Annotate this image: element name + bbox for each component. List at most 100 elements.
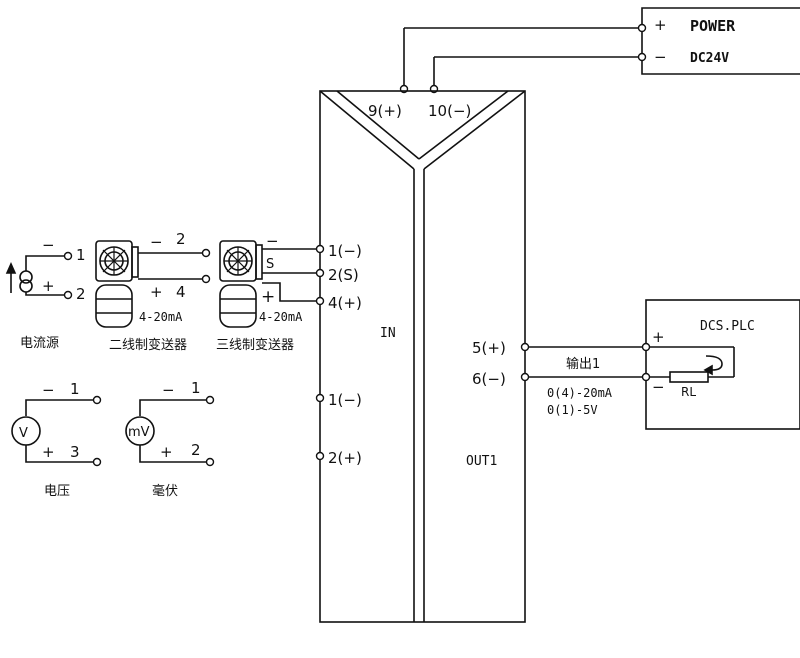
in-terminal-2v-label: 2(+) [328,449,362,467]
two-wire-transmitter: − 2 + 4 4-20mA 二线制变送器 [95,230,211,353]
module-chevron-right-outer [423,90,526,170]
millivolt-terminal-1[interactable] [205,395,215,405]
current-source-minus: − [42,236,55,254]
millivolt-minus: − [162,381,175,399]
three-wire-body [219,284,257,328]
dcs-plc-title: DCS.PLC [700,319,755,334]
in-terminal-2s-label: 2(S) [328,266,359,284]
module-in-label: IN [380,326,396,341]
output-channel-label: 输出1 [566,356,600,372]
in-terminal-4-label: 4(+) [328,294,362,312]
current-source-plus: + [42,277,55,295]
two-wire-minus: − [150,233,163,251]
two-wire-caption: 二线制变送器 [109,337,187,353]
current-source-circle-top [19,270,33,284]
current-source-t2: 2 [76,285,86,303]
module-out-label: OUT1 [466,454,497,469]
current-source-circle-bottom [19,279,33,293]
millivolt-caption: 毫伏 [152,483,178,499]
two-wire-connector [131,246,139,278]
power-spec: DC24V [690,51,729,66]
power-pos-terminal[interactable] [637,23,647,33]
in-terminal-2-voltage[interactable] [315,451,325,461]
three-wire-caption: 三线制变送器 [216,337,294,353]
two-wire-gauge-d2 [102,249,126,273]
in-terminal-2s[interactable] [315,268,325,278]
power-supply-box: + − POWER DC24V [399,7,800,94]
two-wire-t4: 4 [176,283,186,301]
dcs-plus-sign: + [652,328,665,346]
voltage-top-wire [25,399,93,416]
voltage-terminal-1[interactable] [92,395,102,405]
three-wire-transmitter: − S + 4-20mA 三线制变送器 [216,232,316,353]
out-terminal-6-label: 6(−) [472,370,506,388]
two-wire-range: 4-20mA [139,310,183,324]
two-wire-body [95,284,133,328]
output-range-current: 0(4)-20mA [547,386,613,400]
current-source-terminal-2[interactable] [63,290,73,300]
terminal-10-label: 10(−) [428,102,471,120]
in-terminal-1[interactable] [315,244,325,254]
voltage-source: V − 1 + 3 电压 [11,380,102,499]
module-outline [319,90,526,623]
voltage-plus: + [42,443,55,461]
millivolt-top-wire [139,399,206,416]
out-terminal-5-label: 5(+) [472,339,506,357]
isolator-module: 9(+) 10(−) IN OUT1 1(−) 2(S) 4(+) 1(−) 2… [315,90,530,623]
three-wire-connector [255,244,263,280]
power-minus-sign: − [654,48,667,66]
two-wire-plus: + [150,283,163,301]
current-source-bottom-wire [25,292,64,296]
in-terminal-1v-label: 1(−) [328,391,362,409]
voltage-t3: 3 [70,443,80,461]
power-neg-terminal[interactable] [637,52,647,62]
millivolt-terminal-2[interactable] [205,457,215,467]
voltage-bottom-wire [25,445,93,463]
voltage-terminal-3[interactable] [92,457,102,467]
out-terminal-6[interactable] [520,372,530,382]
module-chevron-right-inner [418,90,509,160]
module-chevron-left-inner [336,90,420,160]
three-wire-pos-wire [262,282,316,302]
current-source-t1: 1 [76,246,86,264]
current-source: − 1 + 2 电流源 [5,236,86,351]
three-wire-s: S [266,257,274,272]
out-terminal-5[interactable] [520,342,530,352]
dcs-neg-terminal[interactable] [641,372,651,382]
millivolt-meter-symbol: mV [128,425,150,440]
millivolt-source: mV − 1 + 2 毫伏 [125,379,215,499]
in-terminal-1-voltage[interactable] [315,393,325,403]
dcs-minus-sign: − [652,378,665,396]
module-chevron-left-outer [319,90,415,170]
current-source-terminal-1[interactable] [63,251,73,261]
output-range-voltage: 0(1)-5V [547,403,598,417]
three-wire-gauge-d2 [226,249,250,273]
dcs-plc-box: DCS.PLC + − RL [641,299,800,430]
output-wiring: 输出1 0(4)-20mA 0(1)-5V [529,346,646,417]
terminal-9-label: 9(+) [368,102,402,120]
dcs-pos-terminal[interactable] [641,342,651,352]
voltage-caption: 电压 [44,484,70,499]
load-resistor [669,371,709,383]
two-wire-terminal-2[interactable] [201,248,211,258]
current-source-caption: 电流源 [20,336,59,351]
power-plus-sign: + [654,16,667,34]
dcs-plc-outline [645,299,800,430]
current-flow-arrow [705,355,723,371]
voltage-t1: 1 [70,380,80,398]
millivolt-t1: 1 [191,379,201,397]
two-wire-terminal-4[interactable] [201,274,211,284]
three-wire-minus: − [266,232,279,250]
current-source-arrow-icon [5,262,17,274]
in-terminal-4[interactable] [315,296,325,306]
two-wire-t2: 2 [176,230,186,248]
millivolt-bottom-wire [139,445,206,463]
load-resistor-label: RL [681,385,696,399]
current-flow-arrowhead [703,364,713,376]
power-title: POWER [690,17,736,35]
three-wire-range: 4-20mA [259,310,303,324]
millivolt-plus: + [160,443,173,461]
current-source-top-wire [25,255,64,271]
three-wire-plus: + [261,287,275,307]
